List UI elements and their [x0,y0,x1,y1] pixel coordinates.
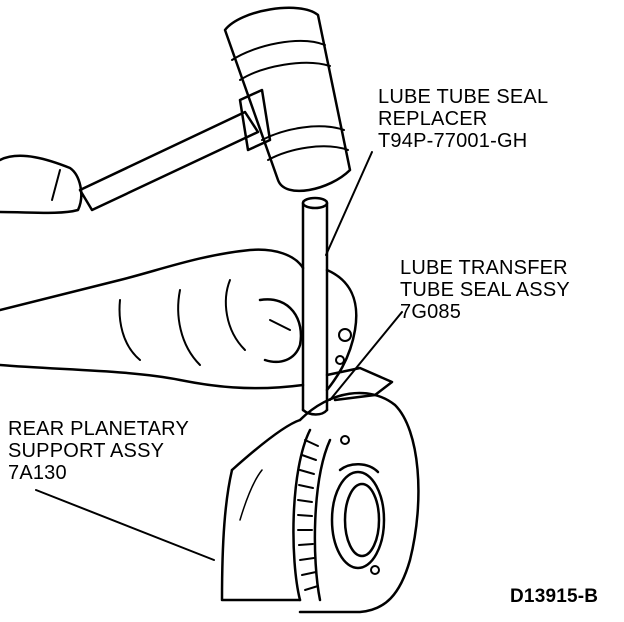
callout-planetary-support: REAR PLANETARY SUPPORT ASSY 7A130 [8,418,189,484]
leader-lines [35,151,403,561]
callout-planetary-support-line-1: REAR PLANETARY [8,418,190,440]
splined-hub [292,391,420,614]
leader-planetary-support [35,489,215,561]
callout-seal-replacer-line-3: T94P-77001-GH [378,130,528,152]
callout-seal-replacer: LUBE TUBE SEAL REPLACER T94P-77001-GH [378,86,548,152]
figure-id: D13915-B [510,586,599,607]
seal-replacer-tool [301,196,329,416]
leader-transfer-seal [329,311,403,401]
callout-seal-replacer-line-2: REPLACER [378,108,488,130]
callout-transfer-seal: LUBE TRANSFER TUBE SEAL ASSY 7G085 [400,257,570,323]
spline-teeth [297,439,319,591]
callout-transfer-seal-line-3: 7G085 [400,301,462,323]
upper-hand [0,154,83,215]
hammer [78,6,352,212]
callout-planetary-support-line-2: SUPPORT ASSY [8,440,165,462]
callout-seal-replacer-line-1: LUBE TUBE SEAL [378,86,549,108]
callout-transfer-seal-line-1: LUBE TRANSFER [400,257,568,279]
leader-seal-replacer [325,151,373,256]
callout-transfer-seal-line-2: TUBE SEAL ASSY [400,279,570,301]
lower-hand [0,248,394,402]
planetary-support-housing [220,418,302,602]
callout-planetary-support-line-3: 7A130 [8,462,67,484]
